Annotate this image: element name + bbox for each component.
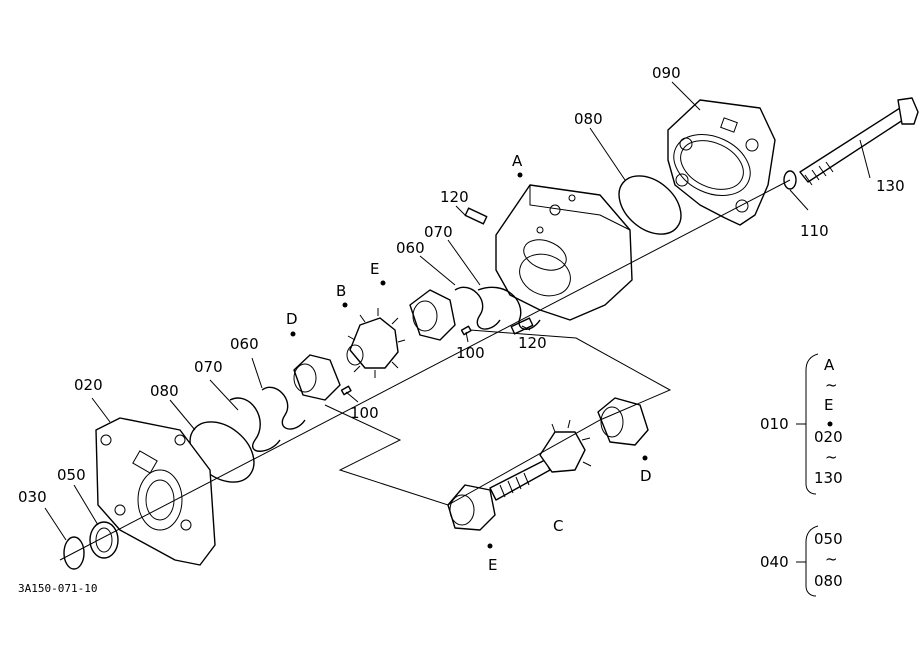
callout-110: 110 (800, 222, 829, 240)
subassembly-frame (324, 329, 672, 506)
assembly-010-item-0: A (824, 356, 835, 374)
callout-c: C (553, 517, 563, 535)
callout-070-top: 070 (424, 223, 453, 241)
seal-060-left (261, 386, 306, 430)
assembly-040-item-1: ~ (825, 550, 838, 568)
callout-dots (290, 172, 833, 549)
drive-gear-b (346, 308, 406, 378)
callout-090: 090 (652, 64, 681, 82)
front-cover-020 (95, 417, 216, 566)
bushing-e-bottom (447, 484, 496, 531)
seal-070-top (477, 286, 541, 330)
callout-060-left: 060 (230, 335, 259, 353)
seal-060-top (454, 286, 501, 330)
assembly-010-item-5: 130 (814, 469, 843, 487)
callout-080-top: 080 (574, 110, 603, 128)
pin-100-left (340, 385, 352, 396)
callout-b: B (336, 282, 346, 300)
callout-060-top: 060 (396, 239, 425, 257)
oil-seal-050 (89, 521, 119, 559)
driven-gear-shaft-c (489, 419, 592, 501)
assembly-040-item-0: 050 (814, 530, 843, 548)
bushing-d-right (597, 397, 649, 446)
bushing-e-top (409, 289, 456, 341)
callout-e-top: E (370, 260, 379, 278)
callout-d-left: D (286, 310, 298, 328)
assembly-040-number: 040 (760, 553, 789, 571)
callout-100-center: 100 (456, 344, 485, 362)
leader-lines (44, 81, 871, 541)
callout-030: 030 (18, 488, 47, 506)
callout-050: 050 (57, 466, 86, 484)
assembly-040-key: 040 050 ~ 080 (760, 525, 843, 597)
callout-080-left: 080 (150, 382, 179, 400)
bushing-d-left (293, 354, 341, 401)
assembly-010-number: 010 (760, 415, 789, 433)
callout-020: 020 (74, 376, 103, 394)
assembly-040-item-2: 080 (814, 572, 843, 590)
snap-ring-030 (63, 536, 85, 570)
pin-120-top (464, 207, 488, 225)
callout-a: A (512, 152, 523, 170)
callout-120-bottom: 120 (518, 334, 547, 352)
callout-100-left: 100 (350, 404, 379, 422)
callout-130: 130 (876, 177, 905, 195)
bolt-130 (799, 97, 919, 186)
pump-body-a (495, 184, 633, 321)
rear-cover-090 (667, 99, 776, 226)
assembly-010-key: 010 A ~ E 020 ~ 130 (760, 353, 843, 495)
seal-070-left (229, 397, 281, 452)
figure-code: 3A150-071-10 (18, 582, 97, 595)
callout-d-right: D (640, 467, 652, 485)
callout-070-left: 070 (194, 358, 223, 376)
assembly-010-item-2: E (824, 396, 833, 414)
assembly-010-item-4: ~ (825, 448, 838, 466)
assembly-centerline (59, 179, 791, 561)
pin-100-center (460, 325, 472, 336)
o-ring-080-top (618, 175, 682, 235)
callout-e-bottom: E (488, 556, 497, 574)
callout-120-top: 120 (440, 188, 469, 206)
assembly-010-item-3: 020 (814, 428, 843, 446)
assembly-010-item-1: ~ (825, 376, 838, 394)
